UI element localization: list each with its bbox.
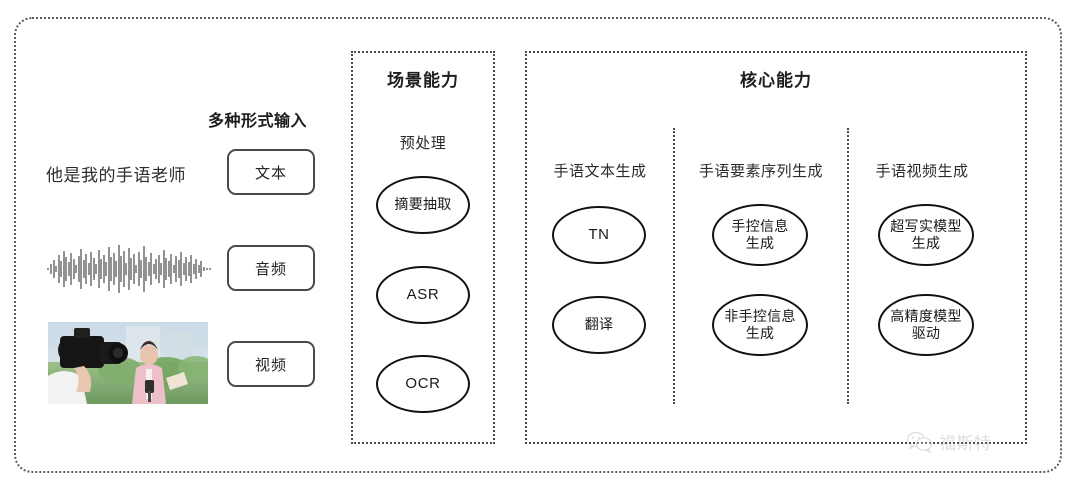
node-summary-extraction[interactable]: 摘要抽取 [376,176,470,234]
outer-frame [14,17,1062,473]
node-tn-label: TN [588,225,610,243]
node-summary-extraction-label: 摘要抽取 [394,196,452,213]
scene-capability-panel [351,51,495,444]
node-hyperrealistic-model-generation[interactable]: 超写实模型 生成 [878,204,974,266]
node-translation-label: 翻译 [584,316,614,333]
node-high-precision-model-driving[interactable]: 高精度模型 驱动 [878,294,974,356]
modality-chip-audio[interactable]: 音频 [227,245,315,291]
watermark: 福斯特 [906,429,992,454]
modality-chip-video[interactable]: 视频 [227,341,315,387]
core-capability-title: 核心能力 [740,71,812,90]
video-thumbnail [48,322,208,404]
modality-chip-audio-label: 音频 [254,260,287,278]
audio-waveform-icon [47,245,211,293]
node-asr-label: ASR [406,285,440,303]
modality-chip-text-label: 文本 [254,164,287,182]
scene-capability-title: 场景能力 [387,71,459,90]
core-column-title-sign-text-generation: 手语文本生成 [553,163,647,180]
node-manual-feature-generation-label: 手控信息 生成 [731,217,789,251]
node-non-manual-feature-generation[interactable]: 非手控信息 生成 [712,294,808,356]
scene-capability-subtitle: 预处理 [399,135,447,152]
core-column-divider-2 [847,128,849,404]
node-manual-feature-generation[interactable]: 手控信息 生成 [712,204,808,266]
node-ocr[interactable]: OCR [376,355,470,413]
core-column-title-sign-element-sequence-generation: 手语要素序列生成 [698,163,823,180]
node-hyperrealistic-model-generation-label: 超写实模型 生成 [890,217,962,251]
node-high-precision-model-driving-label: 高精度模型 驱动 [890,307,962,341]
sample-sentence: 他是我的手语老师 [46,166,186,185]
node-translation[interactable]: 翻译 [552,296,646,354]
core-column-divider-1 [673,128,675,404]
core-column-title-sign-video-generation: 手语视频生成 [875,163,969,180]
input-heading: 多种形式输入 [208,113,308,130]
wechat-icon [906,431,933,453]
node-non-manual-feature-generation-label: 非手控信息 生成 [724,307,796,341]
node-ocr-label: OCR [405,374,441,392]
core-capability-panel [525,51,1027,444]
modality-chip-text[interactable]: 文本 [227,149,315,195]
modality-chip-video-label: 视频 [254,356,287,374]
watermark-text: 福斯特 [939,434,992,453]
node-tn[interactable]: TN [552,206,646,264]
node-asr[interactable]: ASR [376,266,470,324]
